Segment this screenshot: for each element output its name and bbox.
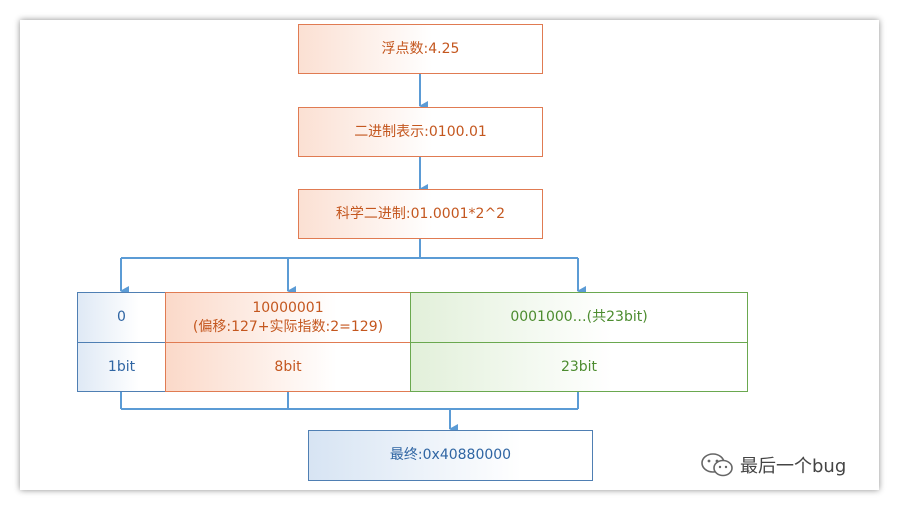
result-box: 最终:0x40880000 <box>308 430 593 481</box>
scientific-label: 科学二进制:01.0001*2^2 <box>335 205 506 222</box>
exponent-value-cell: 10000001 (偏移:127+实际指数:2=129) <box>165 292 411 343</box>
result-label: 最终:0x40880000 <box>389 447 512 464</box>
sign-bits: 1bit <box>107 358 136 375</box>
sign-value-cell: 0 <box>77 292 166 343</box>
exponent-bits-cell: 8bit <box>165 342 411 392</box>
float-value-box: 浮点数:4.25 <box>298 24 543 74</box>
mantissa-value: 0001000…(共23bit) <box>510 309 648 326</box>
wechat-icon <box>701 453 733 477</box>
sign-bits-cell: 1bit <box>77 342 166 392</box>
watermark-text: 最后一个bug <box>740 456 847 477</box>
mantissa-bits-cell: 23bit <box>410 342 748 392</box>
mantissa-value-cell: 0001000…(共23bit) <box>410 292 748 343</box>
sign-value: 0 <box>117 309 126 326</box>
scientific-box: 科学二进制:01.0001*2^2 <box>298 189 543 239</box>
mantissa-bits: 23bit <box>560 358 598 375</box>
exponent-value: 10000001 <box>252 299 324 316</box>
watermark: 最后一个bug <box>700 452 846 478</box>
exponent-bits: 8bit <box>274 358 302 375</box>
binary-repr-box: 二进制表示:0100.01 <box>298 107 543 157</box>
float-value-label: 浮点数:4.25 <box>381 40 460 57</box>
exponent-note: (偏移:127+实际指数:2=129) <box>192 318 384 335</box>
binary-repr-label: 二进制表示:0100.01 <box>354 123 487 140</box>
